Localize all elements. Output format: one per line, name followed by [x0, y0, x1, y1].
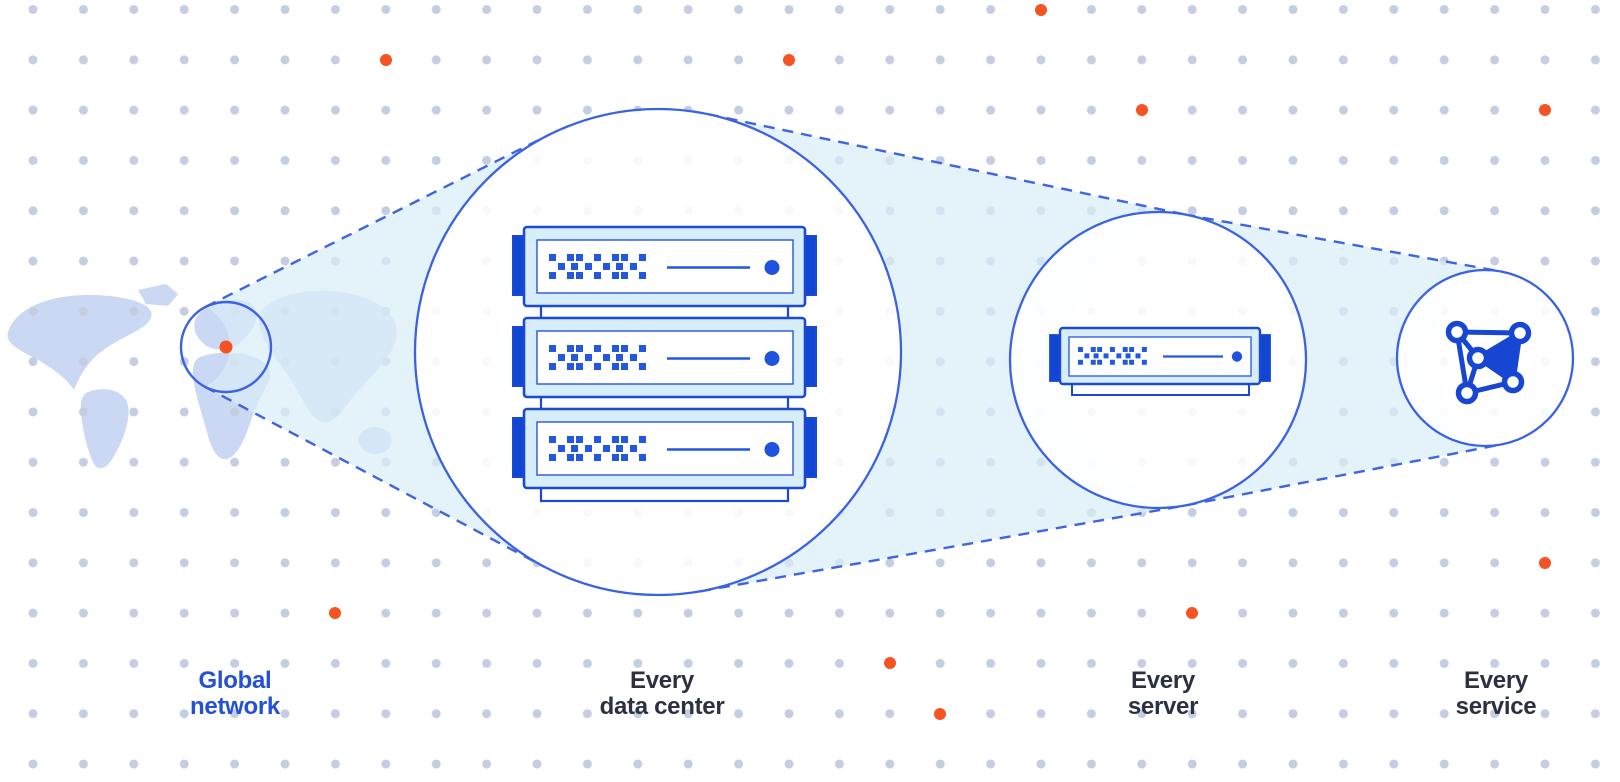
label-line: Every: [630, 667, 694, 694]
label-every-server: Every server: [1127, 667, 1199, 720]
service-circle: [1395, 268, 1575, 448]
accent-dots: [329, 4, 1551, 720]
network-mesh-icon: [1445, 320, 1532, 405]
server-rack-icon: [513, 227, 816, 503]
label-line: Every: [1131, 667, 1195, 694]
funnel-map-to-datacenter: [204, 134, 550, 567]
label-line: data center: [599, 693, 725, 720]
funnel-server-to-service: [1184, 214, 1502, 506]
every-server-circle: [1008, 210, 1308, 510]
label-line: server: [1127, 693, 1199, 720]
label-line: Global: [198, 667, 272, 694]
label-line: service: [1455, 693, 1537, 720]
label-line: network: [190, 693, 280, 720]
label-global-network: Global network: [190, 668, 280, 720]
global-network-circle: [179, 300, 273, 394]
data-center-circle: [413, 107, 903, 597]
label-line: Every: [1464, 667, 1528, 694]
label-every-service: Every service: [1456, 668, 1537, 720]
server-unit-icon: [1049, 326, 1271, 396]
label-every-data-center: Every data center: [600, 668, 725, 720]
zoom-dashed-lines: [204, 113, 1502, 593]
location-marker-dot: [219, 340, 233, 354]
